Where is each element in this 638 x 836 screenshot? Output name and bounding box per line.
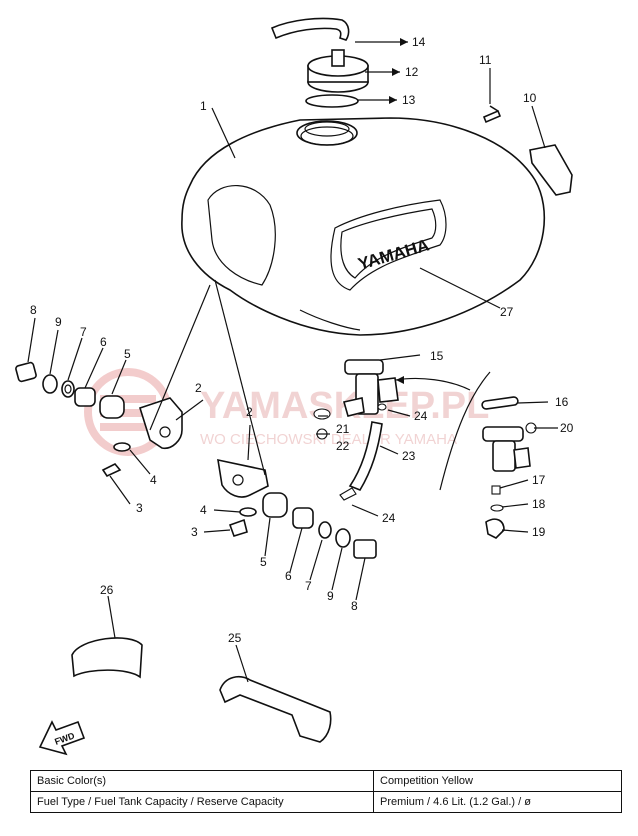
part-label-24-upper: 24	[414, 409, 428, 423]
part-label-3-right: 3	[191, 525, 198, 539]
part-label-26: 26	[100, 583, 114, 597]
part-label-17: 17	[532, 473, 546, 487]
screw-11	[482, 105, 502, 124]
spec-value-fuel: Premium / 4.6 Lit. (1.2 Gal.) / ø	[373, 791, 622, 813]
part-label-9-right: 9	[327, 589, 334, 603]
part-label-5-right: 5	[260, 555, 267, 569]
part-label-16: 16	[555, 395, 569, 409]
part-label-12: 12	[405, 65, 419, 79]
part-label-3-left: 3	[136, 501, 143, 515]
part-label-15: 15	[430, 349, 444, 363]
tank-cover-25	[219, 676, 332, 743]
part-label-21: 21	[336, 422, 350, 436]
part-label-8-right: 8	[351, 599, 358, 613]
cap-gasket	[305, 94, 359, 108]
part-label-19: 19	[532, 525, 546, 539]
breather-hose	[270, 17, 350, 41]
part-label-24-lower: 24	[382, 511, 396, 525]
fuel-cock	[313, 359, 399, 501]
part-label-13: 13	[402, 93, 416, 107]
part-label-4-left: 4	[150, 473, 157, 487]
part-label-1: 1	[200, 99, 207, 113]
part-label-2-left: 2	[195, 381, 202, 395]
parts-diagram: YAMASKLEP.PL WO CIECHOWSKI DEALER YAMAHA…	[15, 17, 574, 756]
watermark-subtitle: WO CIECHOWSKI DEALER YAMAHA	[200, 431, 457, 448]
fuel-cock-detail	[439, 371, 537, 539]
fuel-cap	[307, 49, 369, 93]
part-label-20: 20	[560, 421, 574, 435]
part-label-9-left: 9	[55, 315, 62, 329]
part-label-27: 27	[500, 305, 514, 319]
right-mount-parts	[217, 458, 377, 559]
part-label-6-right: 6	[285, 569, 292, 583]
part-label-14: 14	[412, 35, 426, 49]
part-label-6-left: 6	[100, 335, 107, 349]
fwd-arrow-icon: FWD	[38, 720, 86, 756]
part-label-10: 10	[523, 91, 537, 105]
part-label-18: 18	[532, 497, 546, 511]
part-label-22: 22	[336, 439, 350, 453]
table-row: Fuel Type / Fuel Tank Capacity / Reserve…	[30, 791, 622, 813]
part-label-7-right: 7	[305, 579, 312, 593]
leader-lines	[27, 38, 558, 683]
part-label-5-left: 5	[124, 347, 131, 361]
part-label-4-right: 4	[200, 503, 207, 517]
spec-label-fuel: Fuel Type / Fuel Tank Capacity / Reserve…	[30, 791, 374, 813]
table-row: Basic Color(s) Competition Yellow	[30, 770, 622, 792]
part-label-23: 23	[402, 449, 416, 463]
left-mount-parts	[15, 361, 183, 478]
spec-table: Basic Color(s) Competition Yellow Fuel T…	[30, 770, 622, 813]
tank-cover-26	[71, 637, 143, 679]
fuel-tank: YAMAHA	[181, 117, 546, 336]
spec-value-basic-color: Competition Yellow	[373, 770, 622, 792]
spec-label-basic-color: Basic Color(s)	[30, 770, 374, 792]
part-label-2-right: 2	[246, 405, 253, 419]
part-number-labels: 1 14 12 13 11 10 27 15 16 20 17 18 19 24…	[30, 35, 574, 645]
part-label-8-left: 8	[30, 303, 37, 317]
part-label-25: 25	[228, 631, 242, 645]
part-label-11: 11	[479, 53, 492, 67]
part-label-7-left: 7	[80, 325, 87, 339]
emblem-plate	[529, 144, 573, 196]
